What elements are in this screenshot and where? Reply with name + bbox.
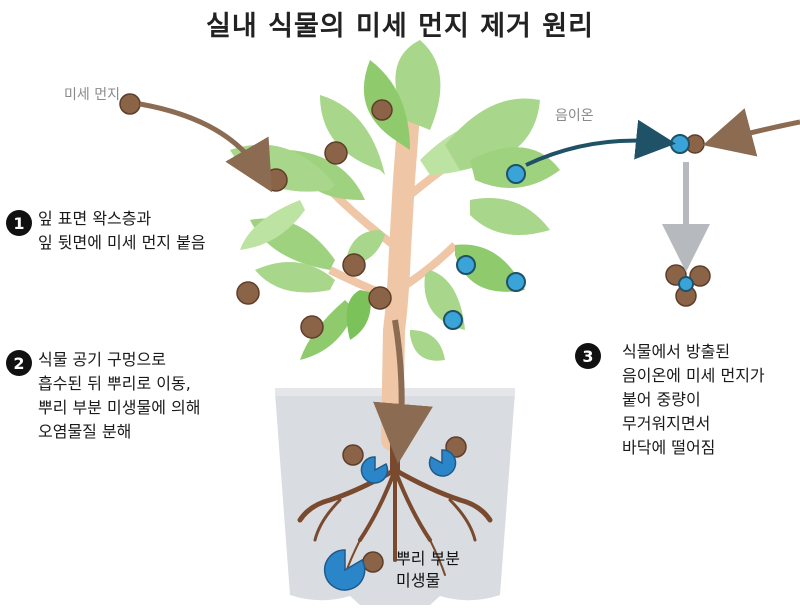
step-3-badge: 3 [575, 343, 601, 369]
step-3-text: 식물에서 방출된 음이온에 미세 먼지가 붙어 중량이 무거워지면서 바닥에 떨… [622, 342, 765, 457]
fine-dust-label: 미세 먼지 [64, 87, 120, 103]
dust-particles [119, 93, 711, 573]
absorption-arrow [373, 319, 433, 464]
step-1-badge: 1 [6, 210, 32, 236]
dust-arrow-right [702, 108, 800, 157]
root-microbes-label: 뿌리 부분 미생물 [396, 549, 460, 590]
root-microbes [323, 449, 457, 591]
dust-arrow [139, 101, 273, 193]
page-title: 실내 식물의 미세 먼지 제거 원리 [206, 11, 594, 42]
anion-arrow [525, 119, 676, 167]
step-2-badge: 2 [6, 350, 32, 376]
step-2-text: 식물 공기 구멍으로 흡수된 뒤 뿌리로 이동, 뿌리 부분 미생물에 의해 오… [38, 350, 201, 441]
step-1-text: 잎 표면 왁스층과 잎 뒷면에 미세 먼지 붙음 [38, 209, 206, 252]
anion-label: 음이온 [555, 108, 594, 124]
